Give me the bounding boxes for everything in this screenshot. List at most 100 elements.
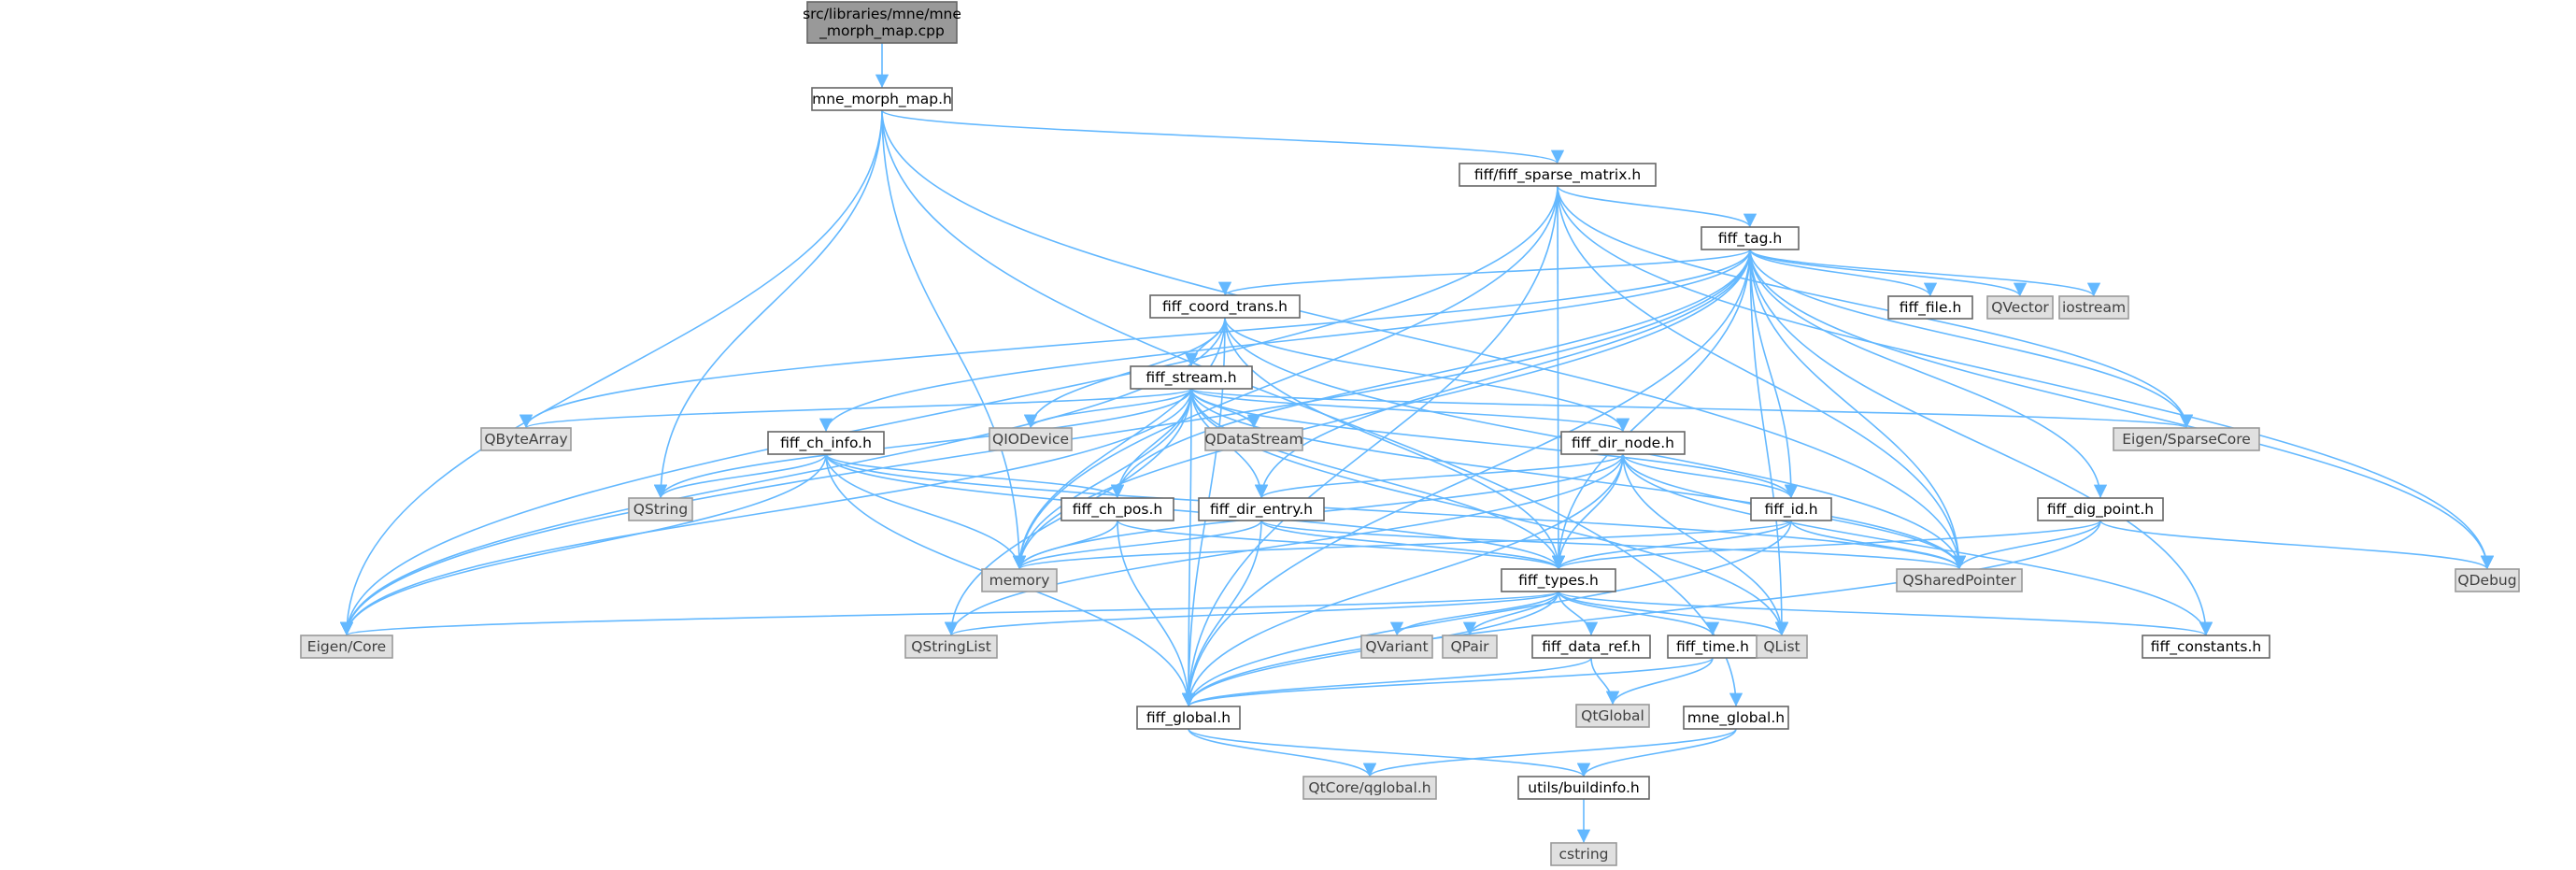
node-QtGlobal: QtGlobal [1575, 704, 1650, 728]
node-QList: QList [1756, 635, 1808, 659]
node-box-QByteArray [480, 427, 572, 451]
node-box-mne_morph_map_h [811, 87, 953, 111]
node-box-fiff_coord_trans_h [1149, 294, 1301, 319]
edge-fiff_dir_node_h-to-fiff_id_h [1622, 453, 1799, 499]
node-label-QSharedPointer: QSharedPointer [1902, 572, 2016, 589]
node-utils_buildinfo_h[interactable]: utils/buildinfo.h [1517, 776, 1650, 800]
edge-fiff_id_h-to-fiff_types_h [1551, 520, 1792, 570]
node-Eigen_SparseCore: Eigen/SparseCore [2113, 427, 2260, 451]
node-mne_morph_map_h[interactable]: mne_morph_map.h [811, 87, 953, 111]
node-memory: memory [981, 568, 1058, 592]
node-box-QSharedPointer [1896, 568, 2023, 592]
node-fiff_data_ref_h[interactable]: fiff_data_ref.h [1531, 635, 1651, 659]
node-box-fiff_ch_pos_h [1060, 497, 1174, 521]
edge-mne_global_h-to-utils_buildinfo_h [1576, 728, 1737, 777]
node-QSharedPointer: QSharedPointer [1896, 568, 2023, 592]
node-box-Eigen_Core [300, 635, 393, 659]
node-QVariant: QVariant [1360, 635, 1433, 659]
node-label-fiff_id_h: fiff_id.h [1764, 501, 1817, 519]
edge-fiff_global_h-to-utils_buildinfo_h [1188, 728, 1590, 777]
node-cstring: cstring [1550, 842, 1617, 866]
node-label-memory: memory [989, 572, 1050, 589]
edge-fiff_coord_trans_h-to-QIODevice [1023, 317, 1226, 429]
node-QString: QString [628, 497, 693, 521]
node-box-mne_global_h [1683, 706, 1789, 730]
edge-fiff_types_h-to-QList [1558, 591, 1789, 636]
edge-fiff_dir_node_h-to-QStringList [944, 453, 1624, 636]
node-fiff_dir_node_h[interactable]: fiff_dir_node.h [1560, 431, 1686, 455]
node-label-QIODevice: QIODevice [992, 431, 1069, 448]
edge-fiff_data_ref_h-to-QtGlobal [1590, 657, 1620, 706]
node-fiff_sparse_matrix_h[interactable]: fiff/fiff_sparse_matrix.h [1459, 163, 1657, 187]
node-label-fiff_types_h: fiff_types.h [1518, 572, 1599, 590]
edge-fiff_time_h-to-QtGlobal [1605, 657, 1714, 706]
node-box-QVariant [1360, 635, 1433, 659]
node-fiff_ch_pos_h[interactable]: fiff_ch_pos.h [1060, 497, 1174, 521]
node-label-fiff_coord_trans_h: fiff_coord_trans.h [1162, 298, 1288, 316]
edge-fiff_stream_h-to-fiff_ch_pos_h [1110, 388, 1192, 499]
edge-fiff_coord_trans_h-to-fiff_dir_node_h [1224, 317, 1630, 433]
node-label-fiff_ch_pos_h: fiff_ch_pos.h [1073, 501, 1162, 519]
edge-fiff_tag_h-to-fiff_id_h [1749, 249, 1799, 499]
node-fiff_id_h[interactable]: fiff_id.h [1750, 497, 1832, 521]
edge-fiff_stream_h-to-QByteArray [519, 388, 1192, 429]
edge-fiff_stream_h-to-Eigen_SparseCore [1190, 388, 2193, 429]
node-fiff_ch_info_h[interactable]: fiff_ch_info.h [767, 431, 885, 455]
edge-fiff_types_h-to-fiff_time_h [1558, 591, 1720, 636]
node-fiff_file_h[interactable]: fiff_file.h [1887, 295, 1973, 320]
node-box-QList [1756, 635, 1808, 659]
edges-layer [339, 43, 2495, 843]
edge-fiff_dir_node_h-to-QList [1622, 453, 1789, 636]
node-fiff_global_h[interactable]: fiff_global.h [1136, 706, 1241, 730]
edge-mne_morph_map_h-to-mne_global_h [881, 109, 1743, 707]
edge-fiff_tag_h-to-QSharedPointer [1749, 249, 1967, 570]
node-label-QDebug: QDebug [2457, 572, 2516, 589]
node-box-fiff_types_h [1501, 568, 1616, 592]
node-label-utils_buildinfo_h: utils/buildinfo.h [1528, 779, 1639, 796]
node-QVector: QVector [1986, 295, 2054, 320]
edge-fiff_sparse_matrix_h-to-Eigen_SparseCore [1557, 185, 2194, 429]
edge-fiff_sparse_matrix_h-to-QSharedPointer [1557, 185, 1967, 570]
edge-fiff_tag_h-to-fiff_ch_pos_h [1110, 249, 1751, 499]
node-box-QIODevice [989, 427, 1073, 451]
edge-fiff_stream_h-to-fiff_dir_node_h [1190, 388, 1630, 433]
node-label-fiff_global_h: fiff_global.h [1146, 709, 1231, 727]
node-box-fiff_tag_h [1701, 226, 1800, 250]
node-QByteArray: QByteArray [480, 427, 572, 451]
edge-fiff_dig_point_h-to-fiff_types_h [1552, 520, 2101, 570]
node-label-QString: QString [633, 501, 688, 518]
node-label-mne_global_h: mne_global.h [1687, 709, 1785, 727]
edge-fiff_types_h-to-QVariant [1389, 591, 1559, 636]
edge-fiff_ch_pos_h-to-fiff_types_h [1117, 520, 1565, 570]
node-fiff_constants_h[interactable]: fiff_constants.h [2142, 635, 2270, 659]
node-fiff_dig_point_h[interactable]: fiff_dig_point.h [2037, 497, 2164, 521]
node-box-fiff_dir_entry_h [1198, 497, 1325, 521]
node-fiff_time_h[interactable]: fiff_time.h [1667, 635, 1758, 659]
node-label-fiff_time_h: fiff_time.h [1676, 638, 1749, 656]
edge-fiff_ch_pos_h-to-memory [1012, 520, 1118, 570]
node-fiff_dir_entry_h[interactable]: fiff_dir_entry.h [1198, 497, 1325, 521]
edge-fiff_tag_h-to-fiff_ch_info_h [818, 249, 1751, 433]
edge-fiff_types_h-to-QPair [1462, 591, 1559, 636]
node-QPair: QPair [1442, 635, 1498, 659]
node-fiff_tag_h[interactable]: fiff_tag.h [1701, 226, 1800, 250]
edge-fiff_stream_h-to-Eigen_Core [339, 388, 1192, 636]
edge-fiff_sparse_matrix_h-to-QDebug [1557, 185, 2495, 570]
node-mne_global_h[interactable]: mne_global.h [1683, 706, 1789, 730]
edge-fiff_ch_info_h-to-fiff_ch_pos_h [825, 453, 1124, 499]
edge-fiff_dir_node_h-to-fiff_dir_entry_h [1255, 453, 1624, 499]
node-fiff_stream_h[interactable]: fiff_stream.h [1130, 365, 1253, 390]
node-box-memory [981, 568, 1058, 592]
node-box-cstring [1550, 842, 1617, 866]
node-label-QtGlobal: QtGlobal [1581, 707, 1644, 724]
edge-fiff_dig_point_h-to-QSharedPointer [1952, 520, 2101, 570]
node-label-iostream: iostream [2062, 299, 2126, 316]
edge-fiff_sparse_matrix_h-to-fiff_tag_h [1557, 185, 1758, 228]
node-box-fiff_dir_node_h [1560, 431, 1686, 455]
node-fiff_types_h[interactable]: fiff_types.h [1501, 568, 1616, 592]
node-root[interactable]: src/libraries/mne/mne_morph_map.cpp [803, 1, 961, 44]
node-fiff_coord_trans_h[interactable]: fiff_coord_trans.h [1149, 294, 1301, 319]
node-label-fiff_data_ref_h: fiff_data_ref.h [1542, 638, 1641, 656]
node-box-fiff_id_h [1750, 497, 1832, 521]
